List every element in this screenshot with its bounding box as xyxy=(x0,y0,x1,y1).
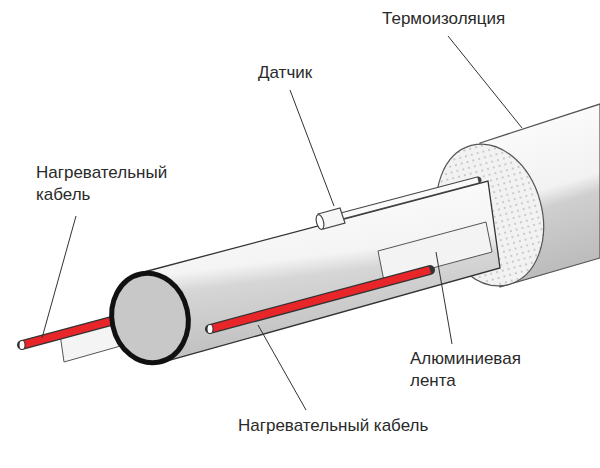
sensor-wire xyxy=(330,180,478,219)
cable-end xyxy=(19,341,25,350)
aluminium-tape xyxy=(378,222,492,281)
sensor-wire xyxy=(330,180,478,219)
part-label: Датчик xyxy=(258,62,378,84)
cable-end xyxy=(207,325,213,334)
leader-line xyxy=(448,36,522,128)
leader-line xyxy=(290,90,334,206)
leader-line xyxy=(436,252,452,344)
part-label: Термоизоляция xyxy=(382,8,582,30)
part-label: Нагревательный кабель xyxy=(238,415,538,437)
leader-line xyxy=(42,216,76,338)
sensor-tip xyxy=(315,214,326,230)
pipe-body xyxy=(140,181,500,363)
heating-cable xyxy=(210,270,430,329)
part-label: Алюминиевая лента xyxy=(410,348,545,392)
heating-cable xyxy=(210,270,430,329)
pipe-end xyxy=(103,266,196,370)
leader-line xyxy=(258,325,306,410)
part-label: Нагревательный кабель xyxy=(36,162,196,206)
